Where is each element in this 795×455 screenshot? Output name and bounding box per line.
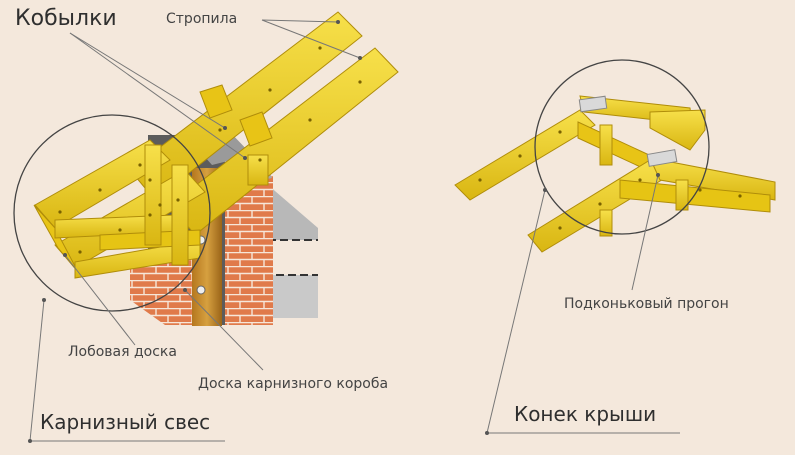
- label-konek-kryshi: Конек крыши: [514, 402, 657, 426]
- strut-1: [144, 144, 162, 246]
- ridge-highlight-circle: [534, 59, 710, 235]
- ridge-nail-dots: [478, 130, 742, 230]
- label-karniznyi-sves: Карнизный свес: [40, 410, 211, 434]
- ridge-strut-1: [599, 124, 613, 166]
- eave-highlight-circle: [13, 114, 211, 312]
- bolt-3: [196, 285, 206, 295]
- metal-plate-2: [646, 149, 678, 167]
- ridge-rafter-right-back-down: [649, 109, 706, 151]
- metal-plate-1: [578, 95, 608, 113]
- label-podkonkovyi-progon: Подконьковый прогон: [564, 296, 729, 312]
- ridge-rafter-left-front: [527, 159, 666, 253]
- junction-block-2: [239, 111, 273, 147]
- strut-2: [171, 164, 189, 266]
- ridge-rafter-right-front-2: [619, 179, 771, 213]
- ridge-assembly: [454, 59, 776, 253]
- label-kobylki: Кобылки: [15, 6, 117, 31]
- label-lobovaya-doska: Лобовая доска: [68, 344, 177, 360]
- ridge-rafter-left-back: [454, 109, 596, 201]
- wall-slab: [268, 185, 318, 240]
- junction-block: [199, 84, 233, 119]
- label-doska-karniznogo-koroba: Доска карнизного короба: [198, 376, 389, 392]
- eave-assembly: [13, 11, 399, 326]
- strut-3: [247, 154, 269, 186]
- leader-lines: [29, 19, 680, 442]
- ridge-rafter-right-front: [649, 157, 776, 201]
- label-stropila: Стропила: [166, 11, 238, 27]
- ridge-strut-3: [599, 209, 613, 237]
- nail-dots: [58, 46, 362, 254]
- leader-dots: [28, 20, 660, 443]
